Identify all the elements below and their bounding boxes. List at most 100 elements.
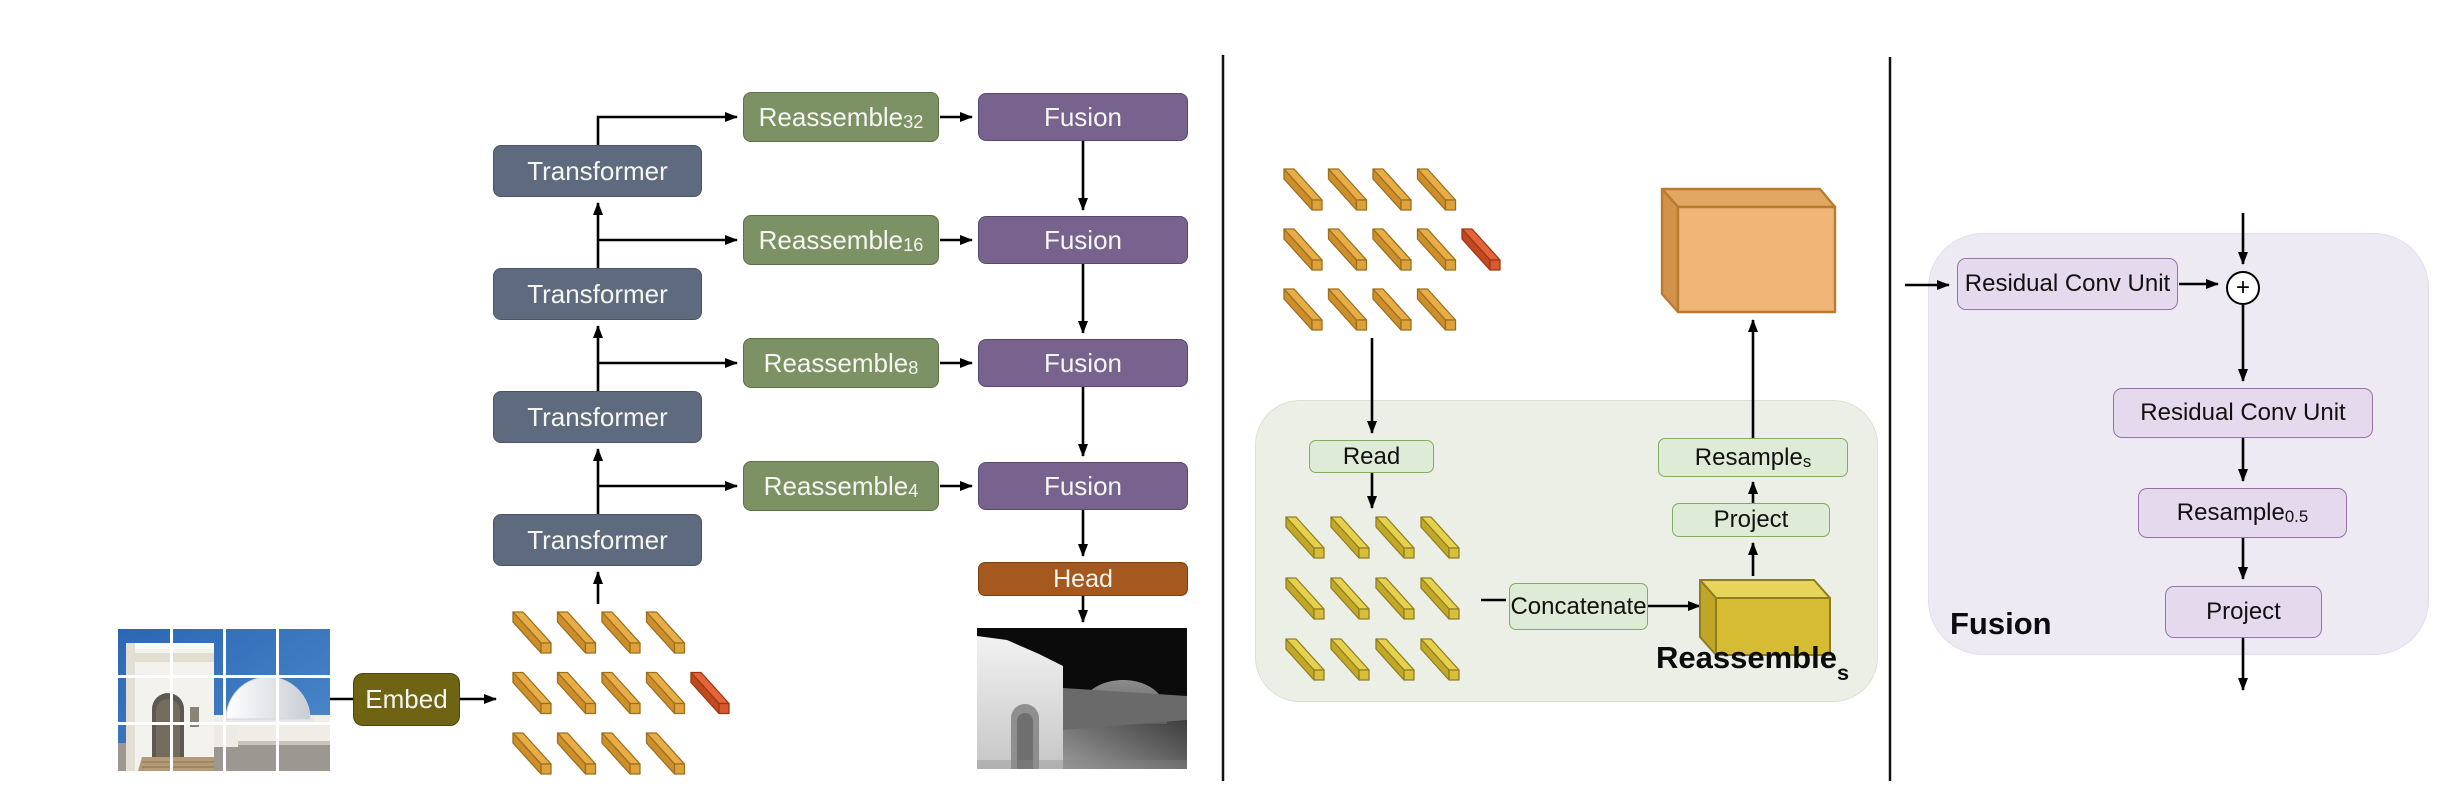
rcu2-label: Residual Conv Unit	[2140, 399, 2346, 426]
token	[1283, 168, 1323, 211]
reassemble-label: Reassemble	[763, 470, 909, 501]
project-op: Project	[1672, 503, 1830, 537]
reassemble-label: Reassemble	[758, 224, 904, 255]
token	[601, 732, 641, 775]
fusion-block-3: Fusion	[978, 339, 1188, 387]
transformer-label: Transformer	[527, 524, 668, 555]
token	[556, 611, 597, 654]
token	[1330, 516, 1370, 559]
token	[645, 732, 686, 775]
token	[645, 671, 686, 715]
token	[1327, 288, 1368, 331]
reassembled-feature-box	[1660, 187, 1837, 314]
depth-map-output	[977, 628, 1187, 769]
token	[1461, 228, 1501, 271]
fusion-label: Fusion	[1043, 101, 1123, 132]
resample-label: Resample	[1694, 443, 1803, 471]
input-image-patches	[118, 629, 330, 771]
input-tokens	[512, 611, 730, 775]
flow-arrows-right	[1905, 213, 2248, 691]
fusion-block-4: Fusion	[978, 462, 1188, 510]
fusion-label: Fusion	[1043, 470, 1123, 501]
transformer-block-4: Transformer	[493, 514, 702, 566]
token	[1372, 288, 1412, 331]
token	[1283, 228, 1323, 271]
token	[601, 611, 641, 654]
branch-to-reassemble32	[596, 112, 738, 145]
transformer-label: Transformer	[527, 155, 668, 186]
token	[1330, 577, 1370, 620]
token	[1327, 228, 1368, 271]
reassemble-title-text: Reassemble	[1655, 640, 1837, 675]
read-label: Read	[1342, 442, 1401, 470]
read-op: Read	[1309, 440, 1434, 473]
token	[1416, 228, 1457, 271]
token	[512, 611, 552, 654]
token	[1420, 577, 1460, 620]
embed-block: Embed	[353, 673, 460, 726]
token	[645, 611, 686, 654]
token	[1285, 516, 1325, 559]
reassemble-label: Reassemble	[763, 347, 909, 378]
reassemble-label: Reassemble	[758, 101, 904, 132]
head-label: Head	[1053, 564, 1113, 593]
sum-node: +	[2226, 271, 2260, 305]
concatenate-label: Concatenate	[1510, 592, 1647, 620]
token	[556, 671, 597, 715]
fusion-title-text: Fusion	[1950, 606, 2052, 641]
residual-conv-unit-2: Residual Conv Unit	[2113, 388, 2373, 438]
token	[1285, 577, 1325, 620]
token-grids	[512, 168, 1501, 775]
token	[1283, 288, 1323, 331]
fusion-panel-title: Fusion	[1950, 606, 2052, 642]
token	[1372, 168, 1412, 211]
token	[1375, 577, 1415, 620]
token	[601, 671, 641, 715]
token	[1375, 516, 1415, 559]
resample-05-label: Resample	[2176, 499, 2285, 526]
transformer-block-3: Transformer	[493, 391, 702, 443]
fusion-project-op: Project	[2165, 586, 2322, 638]
token	[512, 732, 552, 775]
token	[1375, 638, 1415, 681]
token	[1372, 228, 1412, 271]
reassemble-input-tokens	[1283, 168, 1501, 331]
fusion-project-label: Project	[2206, 598, 2281, 625]
fusion-label: Fusion	[1043, 224, 1123, 255]
concatenated-feature-box	[1699, 579, 1831, 656]
token	[512, 671, 552, 715]
residual-conv-unit-1: Residual Conv Unit	[1957, 258, 2178, 310]
token	[1420, 638, 1460, 681]
fusion-block-1: Fusion	[978, 93, 1188, 141]
token	[1416, 168, 1457, 211]
transformer-label: Transformer	[527, 278, 668, 309]
project-label: Project	[1713, 506, 1789, 533]
fusion-block-2: Fusion	[978, 216, 1188, 264]
head-block: Head	[978, 562, 1188, 596]
transformer-block-1: Transformer	[493, 145, 702, 197]
token	[1327, 168, 1368, 211]
flow-arrows-middle	[1367, 319, 1758, 611]
token	[1416, 288, 1457, 331]
transformer-label: Transformer	[527, 401, 668, 432]
reassemble-panel-title: Reassembles	[1655, 640, 1850, 683]
section-dividers	[1221, 55, 1892, 781]
token	[556, 732, 597, 775]
reassemble-title-subscript: s	[1836, 659, 1849, 685]
transformer-block-2: Transformer	[493, 268, 702, 320]
read-output-tokens	[1285, 516, 1460, 681]
plus-icon: +	[2235, 274, 2250, 301]
concatenate-op: Concatenate	[1509, 583, 1648, 630]
token	[1285, 638, 1325, 681]
token	[690, 671, 730, 715]
token	[1330, 638, 1370, 681]
embed-label: Embed	[365, 684, 448, 714]
flow-arrows-left	[330, 112, 1088, 704]
